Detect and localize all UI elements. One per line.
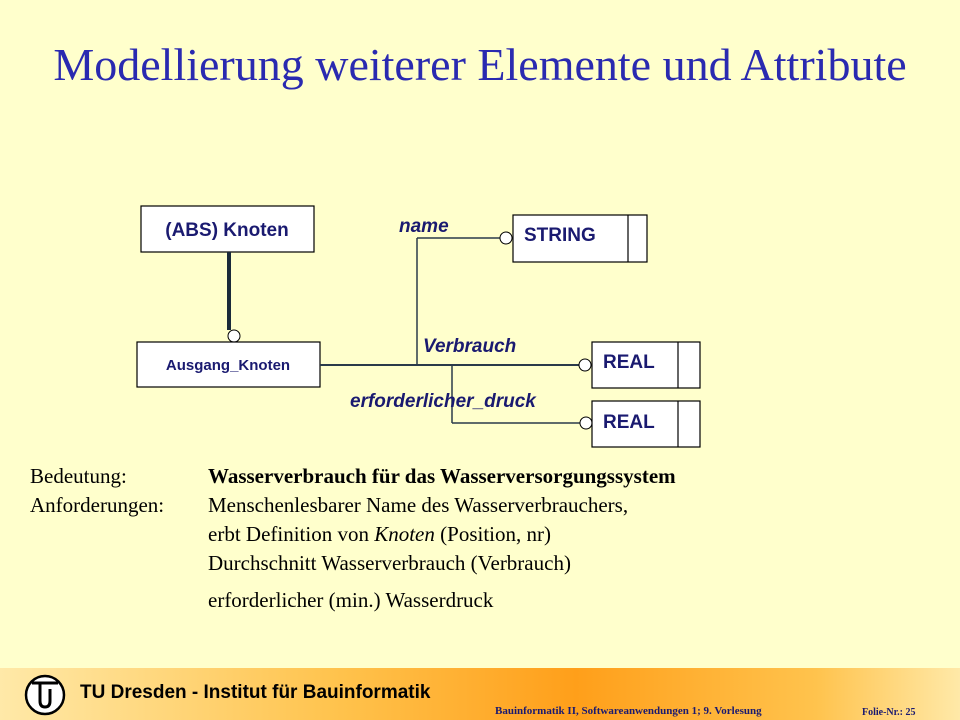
attribute-verbrauch-label: Verbrauch (423, 336, 516, 357)
entity-label: Ausgang_Knoten (166, 357, 290, 374)
tu-dresden-logo-icon (24, 674, 66, 716)
druck-relation-end-circle (579, 416, 593, 430)
footer-course: Bauinformatik II, Softwareanwendungen 1;… (495, 705, 762, 717)
supertype-entity-label: (ABS) Knoten (165, 220, 288, 241)
real-type-box-druck: REAL (591, 400, 701, 448)
anforderung-line-3: Durchschnitt Wasserverbrauch (Verbrauch) (208, 551, 571, 575)
attribute-druck-label: erforderlicher_druck (350, 391, 537, 412)
subtype-relation-end-circle (227, 329, 241, 343)
real-type-label-druck: REAL (603, 412, 655, 433)
description-bedeutung-text: Wasserverbrauch für das Wasserversorgung… (208, 464, 676, 488)
attribute-name-label: name (399, 216, 449, 237)
anforderung-line-2-part-1: erbt Definition von (208, 522, 375, 546)
supertype-entity-box: (ABS) Knoten (140, 205, 315, 253)
entity-box: Ausgang_Knoten (136, 341, 321, 388)
real-type-box-verbrauch: REAL (591, 341, 701, 389)
slide-title: Modellierung weiterer Elemente und Attri… (53, 39, 907, 90)
real-type-label-verbrauch: REAL (603, 352, 655, 373)
footer-slide-number: Folie-Nr.: 25 (862, 707, 916, 718)
footer-bar (0, 668, 960, 720)
string-type-label: STRING (524, 225, 596, 246)
anforderung-line-2-part-2: (Position, nr) (434, 522, 551, 546)
verbrauch-relation-end-circle (578, 358, 592, 372)
anforderung-line-1: Menschenlesbarer Name des Wasserverbrauc… (208, 493, 629, 517)
footer-organization: TU Dresden - Institut für Bauinformatik (80, 682, 431, 703)
description-bedeutung-label: Bedeutung: (30, 464, 127, 488)
description-anforderungen-label: Anforderungen: (30, 493, 165, 517)
name-relation-end-circle (499, 231, 513, 245)
anforderung-line-2: erbt Definition von Knoten (Position, nr… (208, 520, 551, 548)
anforderung-line-2-italic: Knoten (374, 522, 435, 546)
anforderung-line-4: erforderlicher (min.) Wasserdruck (208, 588, 494, 612)
string-type-box: STRING (512, 214, 648, 263)
